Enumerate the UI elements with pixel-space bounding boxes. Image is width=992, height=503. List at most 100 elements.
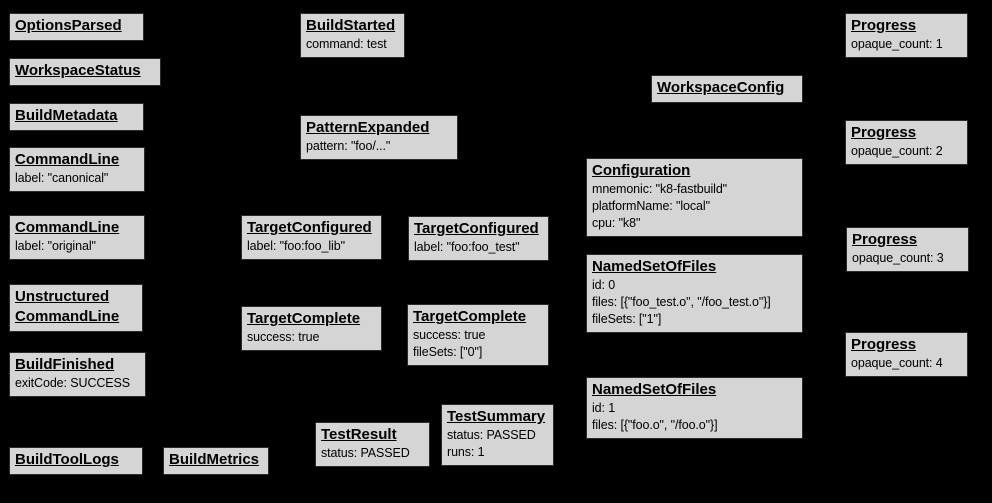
node-field: label: "canonical" xyxy=(15,171,109,185)
node-progress-3: Progress opaque_count: 3 xyxy=(846,227,969,272)
node-title: Progress xyxy=(851,335,962,355)
node-title-text: BuildMetadata xyxy=(15,107,118,124)
node-field: opaque_count: 1 xyxy=(851,37,943,51)
node-title: PatternExpanded xyxy=(306,118,452,138)
node-field: success: true xyxy=(413,328,486,342)
node-title: BuildStarted xyxy=(306,16,399,36)
node-field: success: true xyxy=(247,330,320,344)
node-field: mnemonic: "k8-fastbuild" xyxy=(592,182,728,196)
node-field: exitCode: SUCCESS xyxy=(15,376,131,390)
node-test-summary: TestSummary status: PASSED runs: 1 xyxy=(441,404,554,466)
node-build-metrics: BuildMetrics xyxy=(163,447,269,475)
node-title-text: Progress xyxy=(851,124,917,141)
node-title: NamedSetOfFiles xyxy=(592,257,797,277)
node-field: label: "original" xyxy=(15,239,96,253)
node-title-text: Progress xyxy=(852,231,918,248)
node-title: Progress xyxy=(852,230,963,250)
node-build-started: BuildStarted command: test xyxy=(300,13,405,58)
node-title: TargetComplete xyxy=(247,309,376,329)
node-field: files: [{"foo_test.o", "/foo_test.o"}] xyxy=(592,295,771,309)
node-title-text: CommandLine xyxy=(15,219,120,236)
node-pattern-expanded: PatternExpanded pattern: "foo/..." xyxy=(300,115,458,160)
node-title: WorkspaceStatus xyxy=(15,61,155,81)
node-build-finished: BuildFinished exitCode: SUCCESS xyxy=(9,352,146,397)
node-title-text: TargetConfigured xyxy=(247,219,372,236)
node-field: id: 0 xyxy=(592,278,616,292)
node-progress-4: Progress opaque_count: 4 xyxy=(845,332,968,377)
node-field: platformName: "local" xyxy=(592,199,710,213)
node-field: command: test xyxy=(306,37,387,51)
node-title-text: NamedSetOfFiles xyxy=(592,381,717,398)
node-title-text: BuildMetrics xyxy=(169,451,260,468)
node-workspace-config: WorkspaceConfig xyxy=(651,75,803,103)
node-field: label: "foo:foo_lib" xyxy=(247,239,345,253)
node-title-text: OptionsParsed xyxy=(15,17,122,34)
node-title-text: TestSummary xyxy=(447,408,546,425)
node-field: opaque_count: 4 xyxy=(851,356,943,370)
node-field: label: "foo:foo_test" xyxy=(414,240,520,254)
node-title-text: CommandLine xyxy=(15,151,120,168)
node-title: BuildToolLogs xyxy=(15,450,137,470)
node-title: BuildMetrics xyxy=(169,450,263,470)
node-target-complete-foo-lib: TargetComplete success: true xyxy=(241,306,382,351)
node-title: Progress xyxy=(851,16,962,36)
node-title: TargetComplete xyxy=(413,307,543,327)
node-title-text: WorkspaceConfig xyxy=(657,79,785,96)
node-build-tool-logs: BuildToolLogs xyxy=(9,447,143,475)
node-title: TestResult xyxy=(321,425,424,445)
node-title: CommandLine xyxy=(15,218,139,238)
node-field: fileSets: ["0"] xyxy=(413,345,483,359)
node-configuration: Configuration mnemonic: "k8-fastbuild" pla… xyxy=(586,158,803,237)
node-field: files: [{"foo.o", "/foo.o"}] xyxy=(592,418,718,432)
node-title-text: TargetConfigured xyxy=(414,220,539,237)
node-title: BuildFinished xyxy=(15,355,140,375)
node-title-text: WorkspaceStatus xyxy=(15,62,141,79)
node-title: TargetConfigured xyxy=(247,218,376,238)
node-progress-1: Progress opaque_count: 1 xyxy=(845,13,968,58)
node-options-parsed: OptionsParsed xyxy=(9,13,144,41)
node-title-text: BuildFinished xyxy=(15,356,115,373)
node-field: opaque_count: 2 xyxy=(851,144,943,158)
node-named-set-of-files-0: NamedSetOfFiles id: 0 files: [{"foo_test.o… xyxy=(586,254,803,333)
node-target-configured-foo-test: TargetConfigured label: "foo:foo_test" xyxy=(408,216,549,261)
node-title-text: NamedSetOfFiles xyxy=(592,258,717,275)
node-title: CommandLine xyxy=(15,150,139,170)
node-command-line-original: CommandLine label: "original" xyxy=(9,215,145,260)
node-field: status: PASSED xyxy=(321,446,410,460)
node-title: OptionsParsed xyxy=(15,16,138,36)
node-command-line-canonical: CommandLine label: "canonical" xyxy=(9,147,145,192)
node-test-result: TestResult status: PASSED xyxy=(315,422,430,467)
node-title-text: CommandLine xyxy=(15,308,120,325)
node-progress-2: Progress opaque_count: 2 xyxy=(845,120,968,165)
node-title-text: Progress xyxy=(851,17,917,34)
node-build-metadata: BuildMetadata xyxy=(9,103,144,131)
node-title: Progress xyxy=(851,123,962,143)
node-field: status: PASSED xyxy=(447,428,536,442)
node-field: opaque_count: 3 xyxy=(852,251,944,265)
node-field: pattern: "foo/..." xyxy=(306,139,391,153)
node-title-text: TargetComplete xyxy=(413,308,527,325)
node-field: runs: 1 xyxy=(447,445,485,459)
node-field: id: 1 xyxy=(592,401,616,415)
node-title-text: PatternExpanded xyxy=(306,119,430,136)
node-title: TestSummary xyxy=(447,407,548,427)
node-workspace-status: WorkspaceStatus xyxy=(9,58,161,86)
node-title-text: BuildStarted xyxy=(306,17,396,34)
node-title-text: Configuration xyxy=(592,162,691,179)
node-title-text: Unstructured xyxy=(15,288,110,305)
node-title-text: TestResult xyxy=(321,426,397,443)
node-named-set-of-files-1: NamedSetOfFiles id: 1 files: [{"foo.o", "/… xyxy=(586,377,803,439)
node-field: cpu: "k8" xyxy=(592,216,641,230)
node-title-text: TargetComplete xyxy=(247,310,361,327)
node-target-configured-foo-lib: TargetConfigured label: "foo:foo_lib" xyxy=(241,215,382,260)
node-field: fileSets: ["1"] xyxy=(592,312,662,326)
node-title: Configuration xyxy=(592,161,797,181)
node-title: TargetConfigured xyxy=(414,219,543,239)
node-title: NamedSetOfFiles xyxy=(592,380,797,400)
node-title-text: Progress xyxy=(851,336,917,353)
node-title: BuildMetadata xyxy=(15,106,138,126)
node-target-complete-foo-test: TargetComplete success: true fileSets: ["0… xyxy=(407,304,549,366)
